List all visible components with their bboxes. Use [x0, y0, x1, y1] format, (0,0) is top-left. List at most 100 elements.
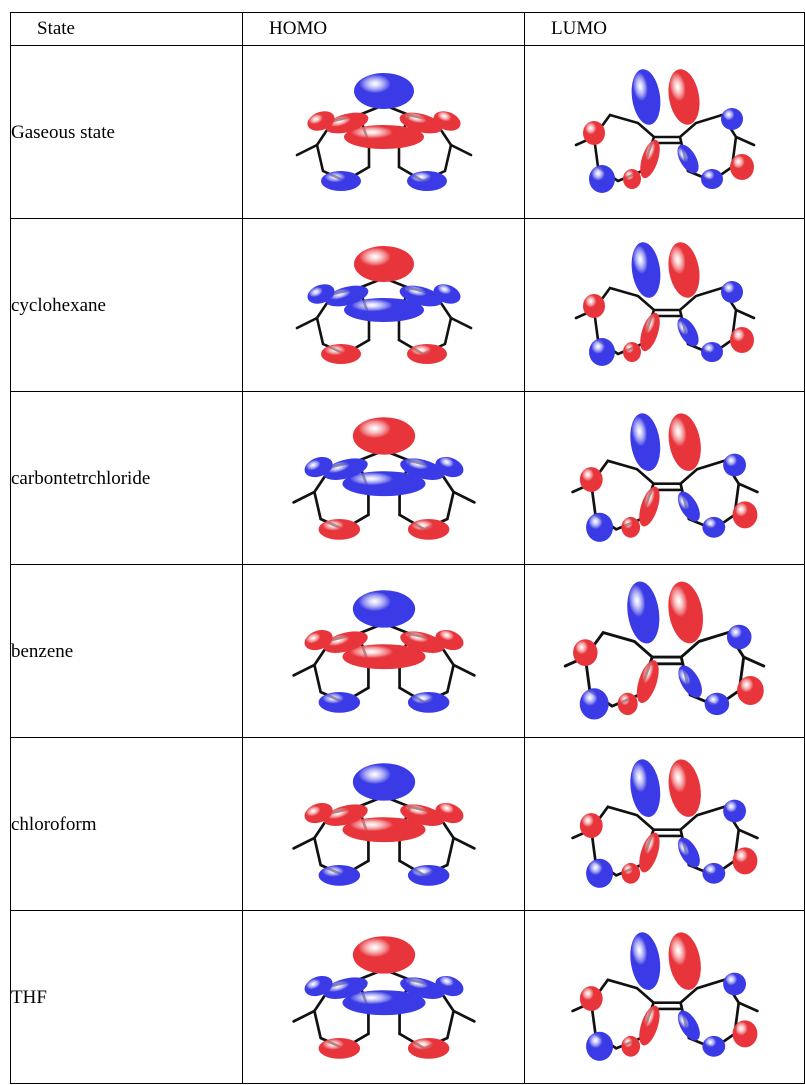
orbital-lobe-lower-mid [622, 342, 641, 362]
orbital-lobe-lower-right [732, 846, 757, 874]
orbital-lobe-left [582, 121, 605, 145]
homo-orbital-image [291, 935, 476, 1059]
orbital-lobe-right [720, 108, 743, 130]
orbital-lobe-center-left [639, 139, 660, 179]
orbital-lobe-bottom-left [318, 518, 360, 540]
orbital-lobe-lower-left [585, 858, 613, 888]
orbital-lobe-left [325, 285, 368, 307]
lumo-cell [524, 391, 805, 565]
homo-cell [242, 391, 525, 565]
state-label: Gaseous state [10, 45, 243, 219]
orbital-lobe-upper-right [667, 242, 700, 298]
orbital-lobe-lower-left [588, 165, 615, 193]
orbital-lobe-lower-right-mid [704, 692, 730, 715]
homo-cell [242, 910, 525, 1084]
orbital-lobe-right-outer [432, 284, 461, 304]
orbital-lobe-bottom-right [407, 518, 449, 540]
orbital-lobe-upper-left [629, 931, 660, 990]
orbital-lobe-left [322, 457, 368, 480]
table-header-row: State HOMO LUMO [10, 12, 805, 46]
orbital-lobe-bottom-right [407, 1037, 449, 1059]
orbital-lobe-upper-left [627, 580, 660, 643]
orbital-lobe-top [353, 246, 414, 282]
state-label: cyclohexane [10, 218, 243, 392]
table-row: chloroform [10, 737, 805, 911]
orbital-table: State HOMO LUMO Gaseous state cyclohexan… [10, 12, 805, 1084]
homo-orbital-image [291, 416, 476, 540]
orbital-lobe-lower-mid [620, 516, 640, 538]
orbital-lobe-left [322, 630, 368, 653]
orbital-lobe-bottom-left [318, 1037, 360, 1059]
orbital-lobe-bottom-right [407, 864, 449, 886]
orbital-lobe-right [726, 624, 752, 649]
orbital-lobe-lower-right [732, 1019, 757, 1047]
orbital-lobe-lower-left [585, 1031, 613, 1061]
orbital-lobe-right [399, 112, 442, 134]
orbital-lobe-center-left [638, 1005, 660, 1045]
orbital-lobe-left-outer [306, 284, 335, 304]
orbital-lobe-upper-left [631, 242, 660, 298]
lumo-orbital-image [563, 580, 766, 720]
orbital-lobe-lower-right-mid [701, 516, 725, 538]
orbital-lobe-lower-right-mid [700, 169, 723, 189]
orbital-lobe-upper-left [631, 69, 660, 125]
homo-cell [242, 564, 525, 738]
orbital-lobe-left [573, 638, 598, 666]
orbital-lobe-lower-right-mid [700, 342, 723, 362]
orbital-lobe-right-outer [432, 111, 461, 131]
orbital-lobe-upper-right [668, 581, 704, 643]
table-row: THF [10, 910, 805, 1084]
orbital-lobe-lower-left [585, 512, 613, 542]
orbital-lobe-bottom-right [406, 344, 447, 364]
orbital-lobe-upper-left [629, 758, 660, 817]
orbital-lobe-right [399, 630, 445, 653]
homo-orbital-image [295, 246, 472, 364]
orbital-lobe-left [325, 112, 368, 134]
table-row: cyclohexane [10, 218, 805, 392]
lumo-orbital-image [574, 242, 755, 366]
header-homo: HOMO [242, 12, 525, 46]
homo-cell [242, 45, 525, 219]
orbital-lobe-left-outer [304, 629, 333, 650]
orbital-lobe-center [341, 816, 426, 842]
orbital-lobe-center-left [638, 486, 660, 526]
orbital-lobe-top [353, 73, 414, 109]
orbital-lobe-lower-mid [617, 692, 638, 715]
orbital-lobe-lower-right [737, 675, 764, 705]
orbital-lobe-right [399, 285, 442, 307]
orbital-lobe-center-right [676, 317, 699, 347]
lumo-orbital-image [570, 931, 759, 1061]
orbital-lobe-lower-mid [620, 862, 640, 884]
orbital-lobe-left-outer [304, 802, 333, 823]
orbital-lobe-left [582, 294, 605, 318]
orbital-lobe-right [399, 803, 445, 826]
table-row: carbontetrchloride [10, 391, 805, 565]
lumo-orbital-image [570, 412, 759, 542]
orbital-lobe-right [722, 972, 746, 995]
orbital-lobe-center-right [677, 837, 700, 868]
orbital-lobe-lower-mid [620, 1035, 640, 1057]
orbital-lobe-bottom-right [406, 171, 447, 191]
orbital-lobe-top [352, 935, 415, 974]
header-state: State [10, 12, 243, 46]
orbital-lobe-lower-right-mid [701, 1035, 725, 1057]
orbital-lobe-upper-right [668, 412, 701, 471]
orbital-lobe-center [341, 643, 426, 669]
orbital-lobe-center [341, 989, 426, 1015]
orbital-lobe-center-right [677, 491, 700, 522]
orbital-lobe-right-outer [434, 629, 463, 650]
orbital-lobe-left [322, 976, 368, 999]
orbital-lobe-top [352, 762, 415, 801]
orbital-lobe-right [399, 976, 445, 999]
orbital-lobe-right [399, 457, 445, 480]
table-row: benzene [10, 564, 805, 738]
lumo-orbital-image [570, 758, 759, 888]
orbital-lobe-lower-right [729, 327, 754, 353]
orbital-lobe-lower-right [729, 154, 754, 180]
orbital-lobe-left-outer [306, 111, 335, 131]
lumo-cell [524, 564, 805, 738]
homo-orbital-image [291, 589, 476, 713]
orbital-lobe-lower-right [732, 500, 757, 528]
orbital-lobe-bottom-left [320, 171, 361, 191]
orbital-lobe-lower-right-mid [701, 862, 725, 884]
